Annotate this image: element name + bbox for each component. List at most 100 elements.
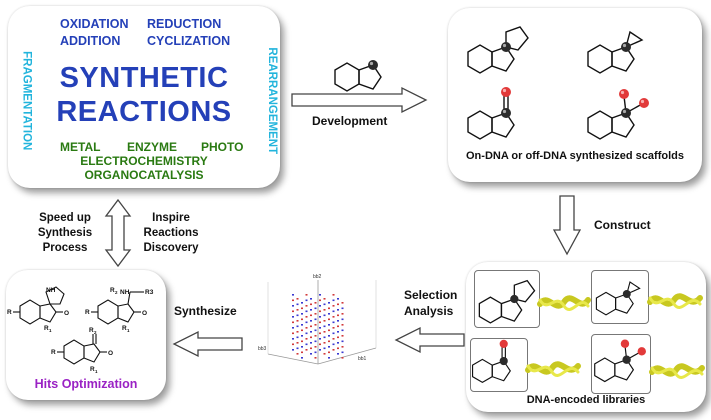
- hit-c-o: O: [108, 350, 113, 357]
- scaffold-spiro-cyclopentane: [467, 26, 529, 74]
- plot-marker: [296, 347, 299, 350]
- hit-b-r2-sub: 2: [115, 290, 118, 295]
- hit-a-nh: NH: [46, 287, 56, 294]
- catalysis-metal: METAL: [60, 140, 101, 154]
- plot-marker: [337, 320, 339, 322]
- plot-marker: [310, 298, 312, 300]
- development-arrow: [291, 86, 428, 114]
- hit-b-r3: R3: [145, 289, 154, 296]
- plot-marker: [323, 342, 326, 344]
- synthesize-label: Synthesize: [174, 304, 237, 318]
- inspire-line3: Discovery: [143, 242, 199, 254]
- plot-marker: [332, 310, 335, 313]
- hit-c-r1-sub: 1: [95, 369, 98, 374]
- plot-marker: [296, 309, 299, 311]
- plot-marker: [310, 303, 312, 306]
- plot-marker: [323, 314, 326, 317]
- plot-marker: [319, 316, 321, 318]
- plot-marker: [310, 331, 312, 333]
- plot-axis-bb1: bb1: [358, 356, 367, 362]
- catalysis-electrochemistry: ELECTROCHEMISTRY: [80, 154, 208, 168]
- plot-marker: [296, 331, 299, 333]
- plot-marker: [314, 329, 317, 332]
- plot-marker: [310, 309, 312, 311]
- selection-label-line2: Analysis: [404, 304, 454, 318]
- plot-marker: [319, 327, 321, 329]
- dna-helix-2: [647, 293, 703, 309]
- construct-arrow: [552, 195, 582, 256]
- hit-a-r: R: [7, 309, 12, 316]
- plot-marker: [341, 307, 344, 310]
- plot-marker: [328, 318, 330, 321]
- plot-marker: [310, 336, 312, 339]
- plot-marker: [301, 302, 303, 304]
- hit-a-r1-sub: 1: [49, 328, 52, 333]
- plot-marker: [341, 329, 344, 332]
- plot-marker: [337, 342, 339, 344]
- plot-marker: [292, 349, 294, 351]
- scaffolds-caption: On-DNA or off-DNA synthesized scaffolds: [466, 150, 684, 162]
- inspire-line1: Inspire: [152, 212, 190, 224]
- plot-marker: [301, 313, 303, 315]
- plot-marker: [301, 318, 303, 321]
- plot-marker: [296, 342, 299, 344]
- plot-marker: [314, 346, 317, 348]
- construct-label: Construct: [594, 218, 651, 232]
- hit-a-r1: R: [44, 325, 49, 332]
- reaction-addition: ADDITION: [60, 34, 121, 48]
- plot-marker: [292, 327, 294, 329]
- library-molecules: [471, 279, 705, 384]
- plot-marker: [296, 314, 299, 317]
- plot-marker: [332, 332, 335, 335]
- reaction-cyclization: CYCLIZATION: [147, 34, 231, 48]
- dna-helix-4: [649, 363, 705, 379]
- plot-marker: [314, 357, 317, 359]
- plot-axis-bb2: bb2: [313, 274, 322, 280]
- reaction-reduction: REDUCTION: [147, 17, 222, 31]
- plot-axis-bb3: bb3: [258, 346, 267, 352]
- plot-marker: [292, 343, 294, 346]
- plot-marker: [292, 305, 294, 307]
- plot-marker: [305, 310, 308, 313]
- plot-marker: [328, 324, 330, 326]
- plot-marker: [341, 313, 344, 315]
- reaction-oxidation: OXIDATION: [60, 17, 129, 31]
- scaffolds-panel: On-DNA or off-DNA synthesized scaffolds: [448, 8, 702, 182]
- plot-marker: [341, 346, 344, 348]
- plot-marker: [341, 318, 344, 321]
- plot-marker: [323, 298, 326, 300]
- plot-marker: [341, 340, 344, 343]
- plot-marker: [319, 349, 321, 351]
- plot-marker: [337, 298, 339, 300]
- plot-marker: [328, 313, 330, 315]
- plot-marker: [323, 353, 326, 355]
- plot-marker: [328, 340, 330, 343]
- plot-marker: [328, 302, 330, 304]
- hit-molecule-c: [57, 334, 107, 365]
- plot-marker: [332, 327, 335, 329]
- plot-marker: [328, 335, 330, 337]
- plot-marker: [301, 346, 303, 348]
- dna-helix-3: [525, 361, 581, 377]
- plot-marker: [328, 357, 330, 359]
- plot-marker: [323, 303, 326, 306]
- plot-marker: [296, 303, 299, 306]
- plot-marker: [323, 336, 326, 339]
- plot-marker: [305, 299, 308, 302]
- plot-marker: [341, 351, 344, 354]
- plot-marker: [332, 299, 335, 302]
- dna-library-panel: DNA-encoded libraries: [466, 262, 706, 412]
- plot-marker: [332, 343, 335, 346]
- hit-a-o: O: [64, 310, 69, 317]
- plot-marker: [337, 347, 339, 350]
- plot-marker: [328, 307, 330, 310]
- plot-marker: [301, 335, 303, 337]
- hits-optimization-panel: R O NH R 1 R O R 2 NH R3 R 1: [6, 270, 166, 400]
- selection-arrow: [394, 326, 465, 354]
- hit-b-o: O: [142, 310, 147, 317]
- plot-marker: [292, 316, 294, 318]
- plot-marker: [323, 309, 326, 311]
- plot-marker: [305, 294, 308, 296]
- catalysis-enzyme: ENZYME: [127, 140, 178, 154]
- hit-molecule-b: [91, 291, 144, 325]
